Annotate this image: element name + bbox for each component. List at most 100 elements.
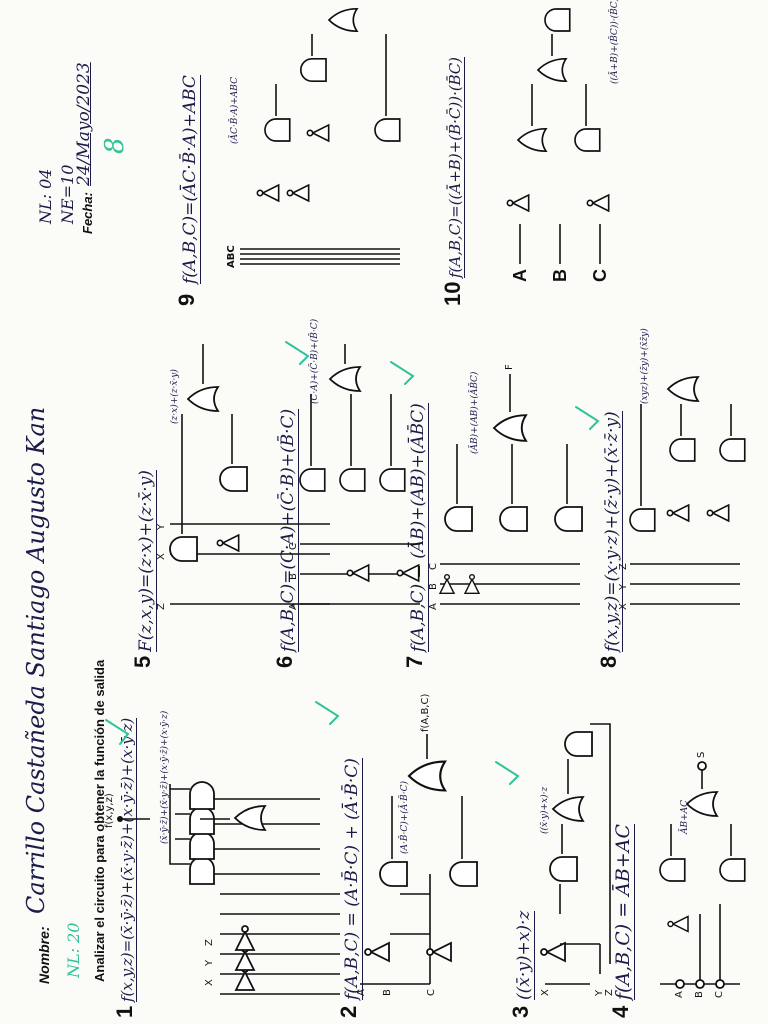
p5-annotation: (z·x)+(z·x̄·y)	[170, 369, 180, 424]
and-gate-icon	[189, 831, 215, 860]
not-gate-icon	[256, 184, 280, 202]
and-gate-icon	[299, 468, 326, 492]
and-gate-icon	[549, 856, 578, 882]
p6-input-a: A	[288, 603, 299, 610]
and-gate-icon	[574, 128, 601, 152]
not-gate-icon	[306, 124, 330, 142]
circuit-10	[506, 8, 610, 264]
p6-input-c: C	[288, 543, 299, 550]
and-gate-icon	[669, 438, 696, 462]
not-gate-icon	[540, 942, 566, 962]
p5-input-x: X	[156, 553, 167, 560]
p6-annotation: (C·A)+(C̄·B)+(B̄·C)	[310, 318, 320, 404]
check-icon	[575, 406, 600, 430]
circuit-1	[105, 719, 340, 995]
p7-input-b: B	[428, 583, 439, 590]
or-gate-icon	[407, 760, 447, 792]
and-gate-icon	[219, 466, 248, 492]
p10-input-b: B	[550, 269, 570, 282]
not-gate-icon	[235, 925, 255, 951]
and-gate-icon	[564, 731, 593, 757]
p4-input-c: C	[714, 991, 725, 998]
check-icon	[105, 719, 130, 745]
circuit-6	[299, 344, 420, 605]
p7-input-a: A	[428, 603, 439, 610]
p10-input-a: A	[510, 269, 530, 282]
and-gate-icon	[374, 118, 401, 142]
p4-annotation: ĀB+AC	[680, 799, 690, 834]
check-icon	[495, 761, 520, 785]
and-gate-icon	[449, 861, 478, 887]
and-gate-icon	[719, 858, 746, 882]
or-gate-icon	[492, 414, 528, 442]
circuit-5	[169, 341, 330, 605]
not-gate-icon	[286, 184, 310, 202]
p1-input-x: X	[204, 979, 215, 986]
or-gate-icon	[328, 365, 362, 393]
circuit-2	[315, 701, 478, 985]
and-gate-icon	[379, 468, 406, 492]
not-gate-icon	[666, 504, 690, 522]
p8-input-z: Z	[618, 563, 629, 570]
p8-input-x: X	[618, 603, 629, 610]
p1-input-z: Z	[204, 939, 215, 946]
p3-input-x: X	[540, 989, 551, 996]
or-gate-icon	[517, 127, 547, 153]
p2-input-b: B	[382, 989, 393, 996]
or-gate-icon	[552, 796, 584, 822]
p3-input-z: Z	[604, 989, 615, 996]
p9-annotation: (ĀC·B̄·A)+ABC	[230, 77, 240, 144]
p1-output: f(x,y,z)	[104, 793, 115, 828]
p7-output: F	[504, 364, 515, 370]
not-gate-icon	[586, 194, 610, 212]
check-icon	[285, 341, 310, 365]
and-gate-icon	[544, 8, 571, 32]
and-gate-icon	[189, 856, 215, 885]
or-gate-icon	[667, 376, 699, 402]
p2-or-annotation: (A·B̄·C)+(Ā·B̄·C)	[400, 780, 410, 854]
p9-input-abc: ABC	[226, 245, 237, 268]
and-gate-icon	[444, 506, 473, 532]
p10-annotation: ((Ā+B)+(B̄C))·(B̄C)	[610, 0, 620, 84]
p3-annotation: ((x̄·y)+x)·z	[540, 786, 550, 834]
circuit-4	[659, 761, 746, 989]
p4-input-b: B	[694, 991, 705, 998]
and-gate-icon	[719, 438, 746, 462]
p2-input-c: C	[426, 989, 437, 996]
and-gate-icon	[299, 57, 327, 83]
and-gate-icon	[659, 858, 686, 882]
circuit-9	[240, 7, 401, 265]
p4-input-a: A	[674, 991, 685, 998]
p1-or-annotation: (x̄·ȳ·z̄)+(x̄·y·z̄)+(x·ȳ·z̄)+(x·ȳ·z)	[160, 710, 170, 844]
and-gate-icon	[189, 781, 215, 810]
or-gate-icon	[187, 386, 219, 412]
not-gate-icon	[364, 942, 390, 962]
and-gate-icon	[189, 806, 215, 835]
p6-input-b: B	[288, 573, 299, 580]
not-gate-icon	[216, 534, 240, 552]
and-gate-icon	[629, 508, 656, 532]
p10-input-c: C	[590, 269, 610, 282]
p7-annotation: (ĀB)+(AB)+(ĀB̄C)	[470, 371, 480, 454]
not-gate-icon	[346, 564, 370, 582]
circuit-8	[575, 376, 746, 605]
not-gate-icon	[506, 194, 530, 212]
or-gate-icon	[537, 57, 567, 83]
circuit-7	[439, 374, 583, 605]
and-gate-icon	[339, 468, 366, 492]
p5-input-z: Z	[156, 603, 167, 610]
p2-input-a: A	[356, 989, 367, 996]
and-gate-icon	[169, 536, 198, 562]
check-icon	[315, 701, 340, 725]
and-gate-icon	[554, 506, 583, 532]
p2-output: f(A,B,C)	[420, 693, 431, 732]
or-gate-icon	[686, 791, 718, 817]
and-gate-icon	[264, 118, 291, 142]
p8-annotation: (xyz)+(z̄y)+(x̄z̄y)	[640, 328, 650, 404]
p1-input-y: Y	[204, 959, 215, 966]
not-gate-icon	[396, 564, 420, 582]
check-icon	[390, 361, 415, 385]
